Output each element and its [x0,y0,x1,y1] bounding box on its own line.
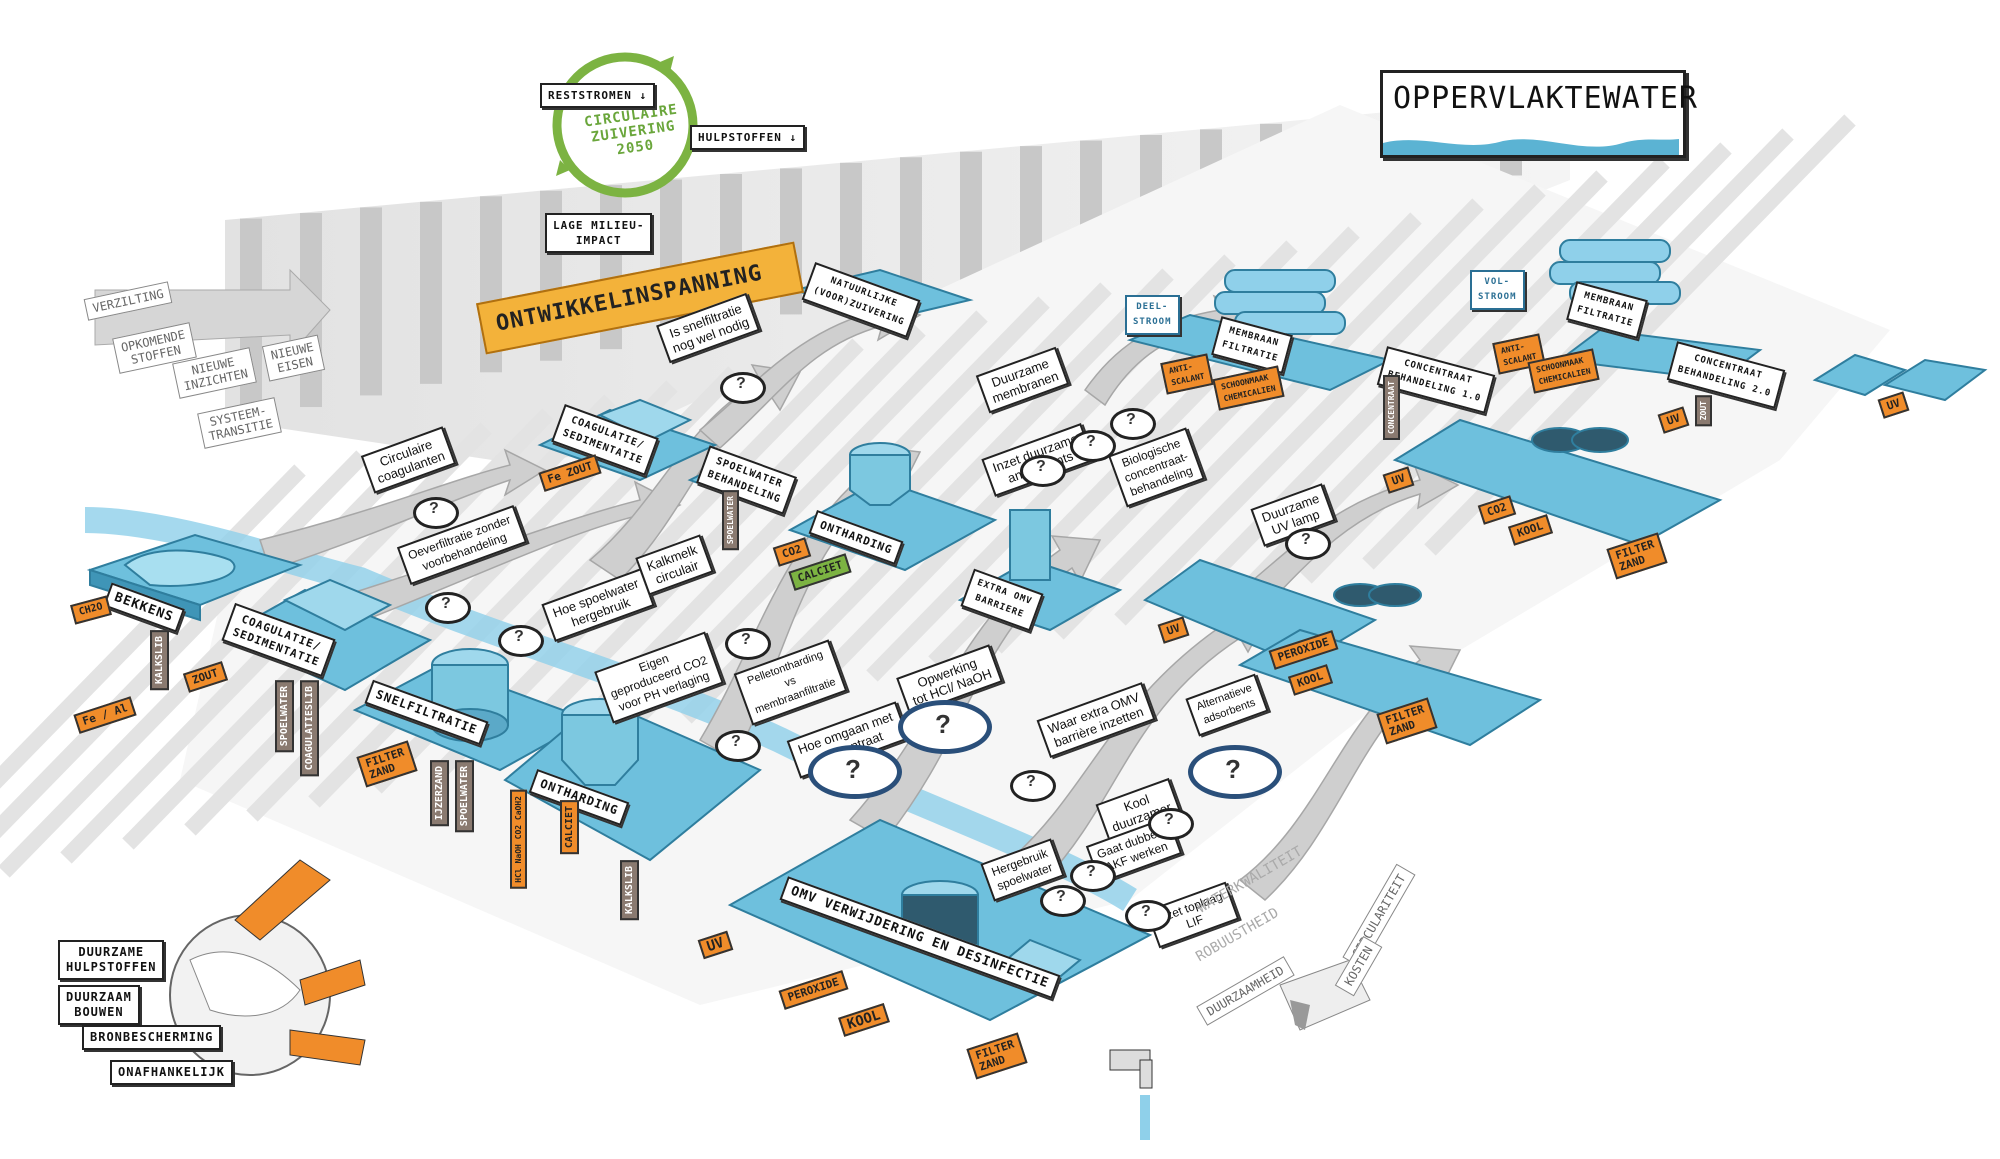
label-volstroom: VOL- STROOM [1470,270,1525,310]
output-calciet: CALCIET [560,800,579,855]
floor-stripe [742,268,1174,710]
magnifier-icon [1125,900,1171,932]
page-title: OPPERVLAKTEWATER [1380,70,1698,158]
magnifier-icon [1110,408,1156,440]
wall-stripe [1020,146,1042,269]
globe-label-hulpstoffen: DUURZAME HULPSTOFFEN [58,940,165,980]
magnifier-icon [425,592,471,624]
magnifier-icon [1148,808,1194,840]
output-spoelwater-2: SPOELWATER [455,760,474,833]
tap-icon [1109,1049,1153,1140]
output-spoelwater-3: SPOELWATER [722,490,739,551]
floor-stripe [1052,198,1484,640]
reststromen-label: RESTSTROMEN ↓ [540,83,656,108]
globe-label-onafhankelijk: ONAFHANKELIJK [110,1060,233,1085]
magnifier-icon [715,730,761,762]
wall-stripe [420,201,442,384]
output-kalkslib-1: KALKSLIB [150,630,169,691]
globe-label-bouwen: DUURZAAM BOUWEN [58,985,140,1025]
wall-stripe [840,162,862,303]
output-zout: ZOUT [1695,395,1712,427]
magnifier-icon [1070,430,1116,462]
wall-stripe [900,157,922,292]
wall-stripe [360,207,382,396]
wall-stripe [960,151,982,280]
magnifier-icon [1070,860,1116,892]
floor-stripe [494,324,926,766]
magnifier-large-icon [808,745,902,799]
magnifier-icon [720,372,766,404]
milieu-label: LAGE MILIEU- IMPACT [545,213,653,253]
label-deelstroom: DEEL- STROOM [1125,295,1180,335]
magnifier-icon [1285,528,1331,560]
magnifier-icon [1040,885,1086,917]
output-coagulatieslib: COAGULATIESLIB [300,680,319,777]
output-concentraat: CONCENTRAAT [1383,375,1400,440]
output-spoelwater-1: SPOELWATER [275,680,294,753]
output-kalkslib-2: KALKSLIB [620,860,639,921]
magnifier-icon [1010,770,1056,802]
wave-icon [1383,139,1679,155]
page-title-text: OPPERVLAKTEWATER [1393,81,1698,116]
magnifier-icon [725,628,771,660]
magnifier-large-icon [1188,745,1282,799]
magnifier-icon [413,497,459,529]
magnifier-icon [1020,455,1066,487]
output-ijzerzand: IJZERZAND [430,760,449,827]
magnifier-icon [498,625,544,657]
output-hcl-naoh: HCl NaOH CO2 CaOH2 [510,790,527,889]
globe-label-bronbescherming: BRONBESCHERMING [82,1025,222,1050]
magnifier-large-icon [898,700,992,754]
floor-stripe [1114,184,1546,626]
hulpstoffen-label: HULPSTOFFEN ↓ [690,125,806,150]
